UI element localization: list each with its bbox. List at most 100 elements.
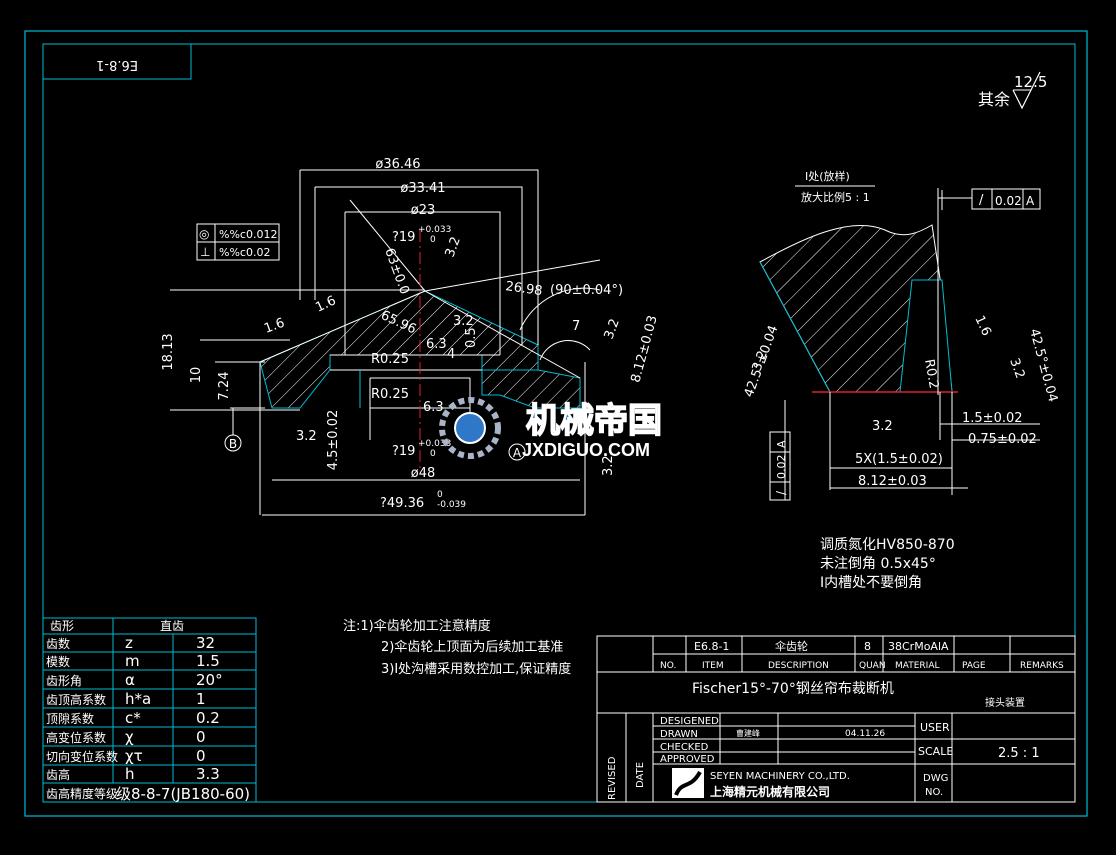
tol-value-2: %%c0.02 — [219, 246, 270, 259]
datum-a: A — [508, 443, 526, 461]
main-dimensions: ø36.46 ø33.41 ø23 ?19 +0.033 0 ?19 +0.03… — [161, 157, 661, 511]
tb-hdr-no: NO. — [660, 661, 676, 671]
dim-10: 10 — [189, 367, 204, 384]
gear-row-7-col-2: 3.3 — [196, 765, 220, 783]
roughness-value: 12.5 — [1014, 73, 1047, 91]
roughness-label: 其余 — [978, 90, 1010, 109]
dim-26-98: 26.98 — [504, 279, 543, 299]
tb-date: 04.11.26 — [845, 729, 885, 739]
corner-tag: E6.8-1 — [96, 57, 138, 72]
hatched-section-right — [481, 369, 581, 409]
gear-row-1-col-1: m — [125, 652, 140, 670]
datum-b: B — [224, 434, 242, 452]
general-notes: 注:1)伞齿轮加工注意精度 2)伞齿轮上顶面为后续加工基准 3)I处沟槽采用数控… — [343, 618, 571, 677]
detail-radius: R0.2 — [921, 358, 941, 390]
dim-4-5: 4.5±0.02 — [326, 410, 341, 471]
company-logo-icon — [672, 768, 704, 798]
gear-row-4-col-1: c* — [125, 709, 141, 727]
dim-18-13: 18.13 — [161, 333, 176, 370]
dim-36-46: ø36.46 — [375, 157, 420, 172]
title-block: E6.8-1 伞齿轮 8 38CrMoAlA NO. ITEM DESCRIPT… — [596, 635, 1076, 803]
watermark-en: JXDIGUO.COM — [522, 440, 650, 460]
svg-text:A: A — [775, 440, 788, 448]
gear-row-6-col-0: 切向变位系数 — [46, 749, 118, 764]
gear-row-5-col-1: χ — [125, 728, 134, 746]
dim-4: 4 — [447, 347, 455, 362]
dim-49-36-tol-lower: -0.039 — [437, 500, 466, 510]
gear-row-2-col-2: 20° — [196, 671, 223, 689]
gear-row-7-col-1: h — [125, 765, 135, 783]
svg-text:0.02: 0.02 — [775, 455, 788, 480]
inner-frame — [42, 43, 1076, 803]
note-right-2: 未注倒角 0.5x45° — [820, 556, 936, 572]
gear-row-4-col-0: 顶隙系数 — [46, 711, 94, 726]
dim-bore-bottom-tol0: 0 — [430, 449, 436, 459]
roughness-3-2-c: 3.2 — [453, 314, 474, 329]
dim-33-41: ø33.41 — [400, 181, 445, 196]
gear-row-5-col-2: 0 — [196, 728, 206, 746]
dim-48: ø48 — [411, 466, 436, 481]
tol-symbol-2: ⊥ — [200, 245, 210, 259]
roughness-3-2-b: 3.2 — [443, 235, 464, 260]
heat-treatment-notes: 调质氮化HV850-870 未注倒角 0.5x45° I内槽处不要倒角 — [820, 537, 955, 591]
dim-49-36-tol-upper: 0 — [437, 490, 443, 500]
tol-symbol-1: ◎ — [199, 227, 209, 241]
gear-row-0-col-2: 32 — [196, 634, 215, 652]
dim-49-36: ?49.36 — [380, 496, 424, 511]
detail-scale: 放大比例5 : 1 — [801, 190, 870, 204]
roughness-symbol: 其余 12.5 — [978, 71, 1047, 110]
outer-frame — [24, 30, 1088, 817]
note-left-2: 2)伞齿轮上顶面为后续加工基准 — [381, 639, 563, 655]
tb-revised: REVISED — [607, 756, 618, 800]
tb-role-drawn: DRAWN — [660, 729, 698, 740]
tb-hdr-quan: QUAN — [859, 661, 886, 671]
gear-row-0-col-0: 齿数 — [46, 636, 70, 651]
dim-7-24: 7.24 — [217, 372, 232, 401]
radius-1: R0.25 — [371, 352, 409, 367]
tb-company-cn: 上海精元机械有限公司 — [710, 784, 830, 799]
svg-text:B: B — [229, 437, 237, 451]
gear-row-1-col-2: 1.5 — [196, 652, 220, 670]
svg-text:A: A — [1026, 194, 1035, 208]
dim-23: ø23 — [411, 203, 436, 218]
gear-row-5-col-0: 高变位系数 — [46, 730, 106, 745]
corner-tag-box — [42, 43, 192, 80]
roughness-1-6-a: 1.6 — [262, 316, 287, 337]
tb-dwg-label: DWG — [923, 773, 948, 784]
tb-hdr-remarks: REMARKS — [1020, 661, 1064, 671]
dim-6-3-a: 6.3 — [426, 337, 447, 352]
detail-title: I处(放样) — [805, 169, 850, 183]
gear-header-type: 直齿 — [160, 619, 184, 633]
note-left-1: 注:1)伞齿轮加工注意精度 — [343, 618, 491, 634]
tb-sub: 接头装置 — [985, 696, 1025, 709]
dim-6-3-b: 6.3 — [423, 400, 444, 415]
tb-hdr-item: ITEM — [702, 661, 724, 671]
gear-row-3-col-1: h*a — [125, 690, 151, 708]
gear-logo-icon — [454, 412, 486, 444]
detail-roughness-right: 3.2 — [1006, 356, 1027, 381]
gear-row-1-col-0: 模数 — [46, 654, 70, 669]
gear-row-2-col-1: α — [125, 671, 135, 689]
main-section-view — [170, 169, 601, 516]
tb-hdr-desc: DESCRIPTION — [768, 661, 829, 671]
gear-row-4-col-2: 0.2 — [196, 709, 220, 727]
tb-hdr-page: PAGE — [962, 661, 986, 671]
tb-date-label: DATE — [635, 762, 646, 788]
tb-scale-label: SCALE — [918, 745, 953, 758]
tol-value-1: %%c0.012 — [219, 228, 277, 241]
dim-bore-bottom: ?19 — [392, 444, 415, 459]
gear-row-3-col-2: 1 — [196, 690, 206, 708]
tb-part-desc: 伞齿轮 — [775, 639, 808, 653]
note-right-3: I内槽处不要倒角 — [820, 575, 922, 591]
detail-roughness-left: 3.2 — [750, 349, 771, 374]
detail-dim-8-12: 8.12±0.03 — [858, 474, 927, 489]
dim-bore-top: ?19 — [392, 230, 415, 245]
roughness-3-2-a: 3.2 — [296, 429, 317, 444]
tb-project: Fischer15°-70°钢丝帘布裁断机 — [692, 681, 894, 697]
watermark-cn: 机械帝国 — [526, 402, 662, 440]
roughness-3-2-d: 3.2 — [602, 317, 623, 342]
detail-dim-0-75: 0.75±0.02 — [968, 432, 1037, 447]
gear-row-0-col-1: z — [125, 634, 133, 652]
